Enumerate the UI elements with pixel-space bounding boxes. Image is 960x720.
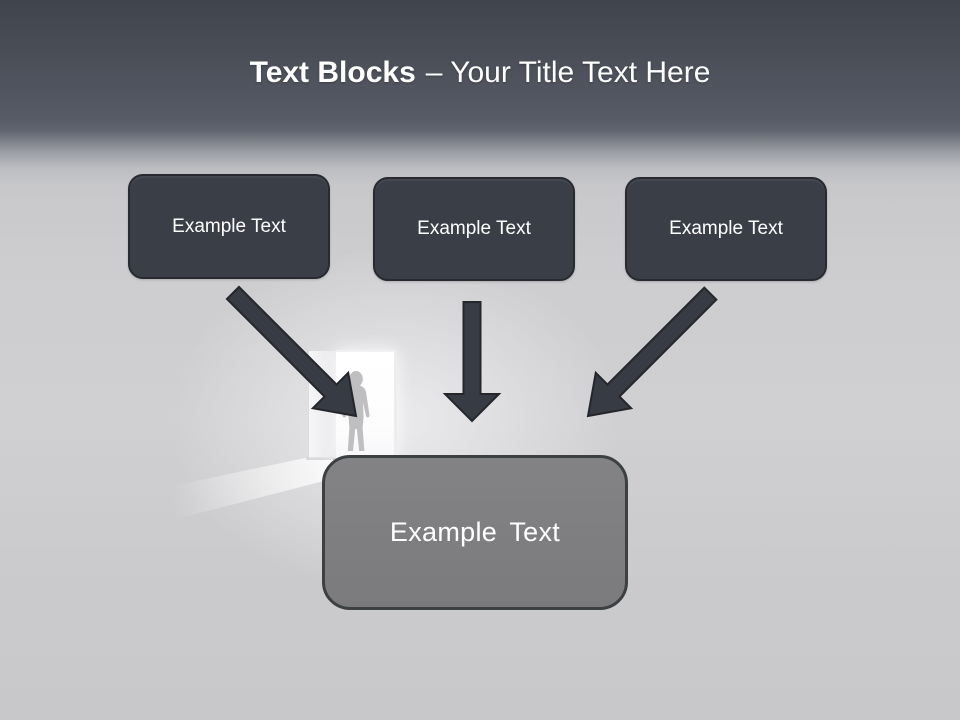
text-block-3-label: Example Text bbox=[669, 218, 783, 239]
text-block-2-label: Example Text bbox=[417, 218, 531, 239]
person-silhouette-icon bbox=[342, 371, 370, 451]
title-subtitle: – Your Title Text Here bbox=[425, 56, 711, 89]
text-block-3: Example Text bbox=[625, 177, 827, 281]
result-block: Example Text bbox=[322, 455, 628, 610]
open-door-panel bbox=[308, 351, 337, 458]
doorway-illustration bbox=[296, 346, 406, 462]
arrow-down-icon bbox=[442, 301, 502, 423]
result-block-label: Example Text bbox=[389, 517, 561, 547]
text-block-1-label: Example Text bbox=[172, 215, 286, 237]
slide-title: Text Blocks – Your Title Text Here bbox=[0, 52, 960, 94]
title-emphasis: Text Blocks bbox=[249, 56, 416, 89]
text-block-1: Example Text bbox=[128, 174, 330, 279]
arrow-down-left-icon bbox=[586, 286, 718, 418]
text-block-2: Example Text bbox=[373, 177, 575, 281]
